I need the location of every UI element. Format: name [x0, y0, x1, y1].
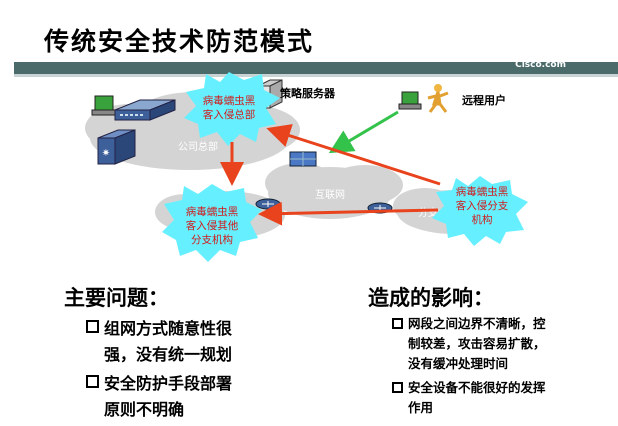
attack-burst-branch [432, 176, 528, 246]
attack-arrow [258, 201, 439, 226]
access-arrow [328, 110, 399, 154]
list-item: 网段之间边界不清晰，控 制较差，攻击容易扩散， 没有缓冲处理时间 [392, 314, 602, 374]
hq-switch-icon [114, 99, 176, 121]
impacts-list: 网段之间边界不清晰，控 制较差，攻击容易扩散， 没有缓冲处理时间 安全设备不能很… [392, 314, 602, 422]
attack-burst-other-branch [162, 184, 262, 262]
burst-hq-line-1: 病毒蠕虫黑 [203, 94, 256, 107]
burst-branch-line-2: 客入侵分支 [456, 199, 509, 212]
hq-cloud-label: 公司总部 [178, 140, 218, 153]
firewall-icon [289, 151, 317, 167]
attack-arrow [266, 124, 441, 186]
internet-cloud [265, 163, 403, 219]
hq-computer-icon [91, 95, 117, 116]
svg-text:✷: ✷ [102, 148, 110, 159]
burst-other-line-1: 病毒蠕虫黑 [186, 205, 239, 218]
header-band [14, 62, 618, 74]
burst-branch-line-1: 病毒蠕虫黑 [456, 185, 509, 198]
burst-other-line-2: 客入侵其他 [186, 219, 239, 232]
checkbox-bullet-icon [86, 375, 99, 388]
internet-label: 互联网 [315, 189, 345, 201]
burst-other-line-3: 分支机构 [191, 233, 233, 246]
router-icon [255, 198, 281, 210]
checkbox-bullet-icon [86, 320, 99, 333]
list-item: 安全设备不能很好的发挥 作用 [392, 378, 602, 418]
problems-heading: 主要问题： [64, 285, 169, 310]
attack-burst-hq [184, 72, 280, 146]
checkbox-bullet-icon [392, 318, 403, 329]
checkbox-bullet-icon [392, 382, 403, 393]
list-item: 组网方式随意性很 强，没有统一规划 [86, 316, 276, 368]
remote-computer-icon [398, 91, 422, 110]
burst-branch-line-3: 机构 [472, 213, 493, 226]
remote-user-icon [427, 84, 449, 113]
hq-core-switch-icon: ✷ [97, 129, 136, 165]
remote-user-label: 远程用户 [462, 93, 506, 107]
burst-hq-line-2: 客入侵总部 [203, 108, 256, 121]
slide-title: 传统安全技术防范模式 [44, 27, 315, 56]
list-item: 安全防护手段部署 原则不明确 [86, 371, 276, 423]
problems-list: 组网方式随意性很 强，没有统一规划 安全防护手段部署 原则不明确 [86, 316, 276, 426]
header-band-shadow [14, 74, 618, 77]
policy-server-label: 策略服务器 [279, 86, 336, 100]
impacts-heading: 造成的影响： [368, 285, 494, 310]
brand-label: Cisco.com [515, 60, 566, 70]
network-diagram: 公司总部 互联网 分支 ✷ 策略服务器 [85, 72, 528, 262]
